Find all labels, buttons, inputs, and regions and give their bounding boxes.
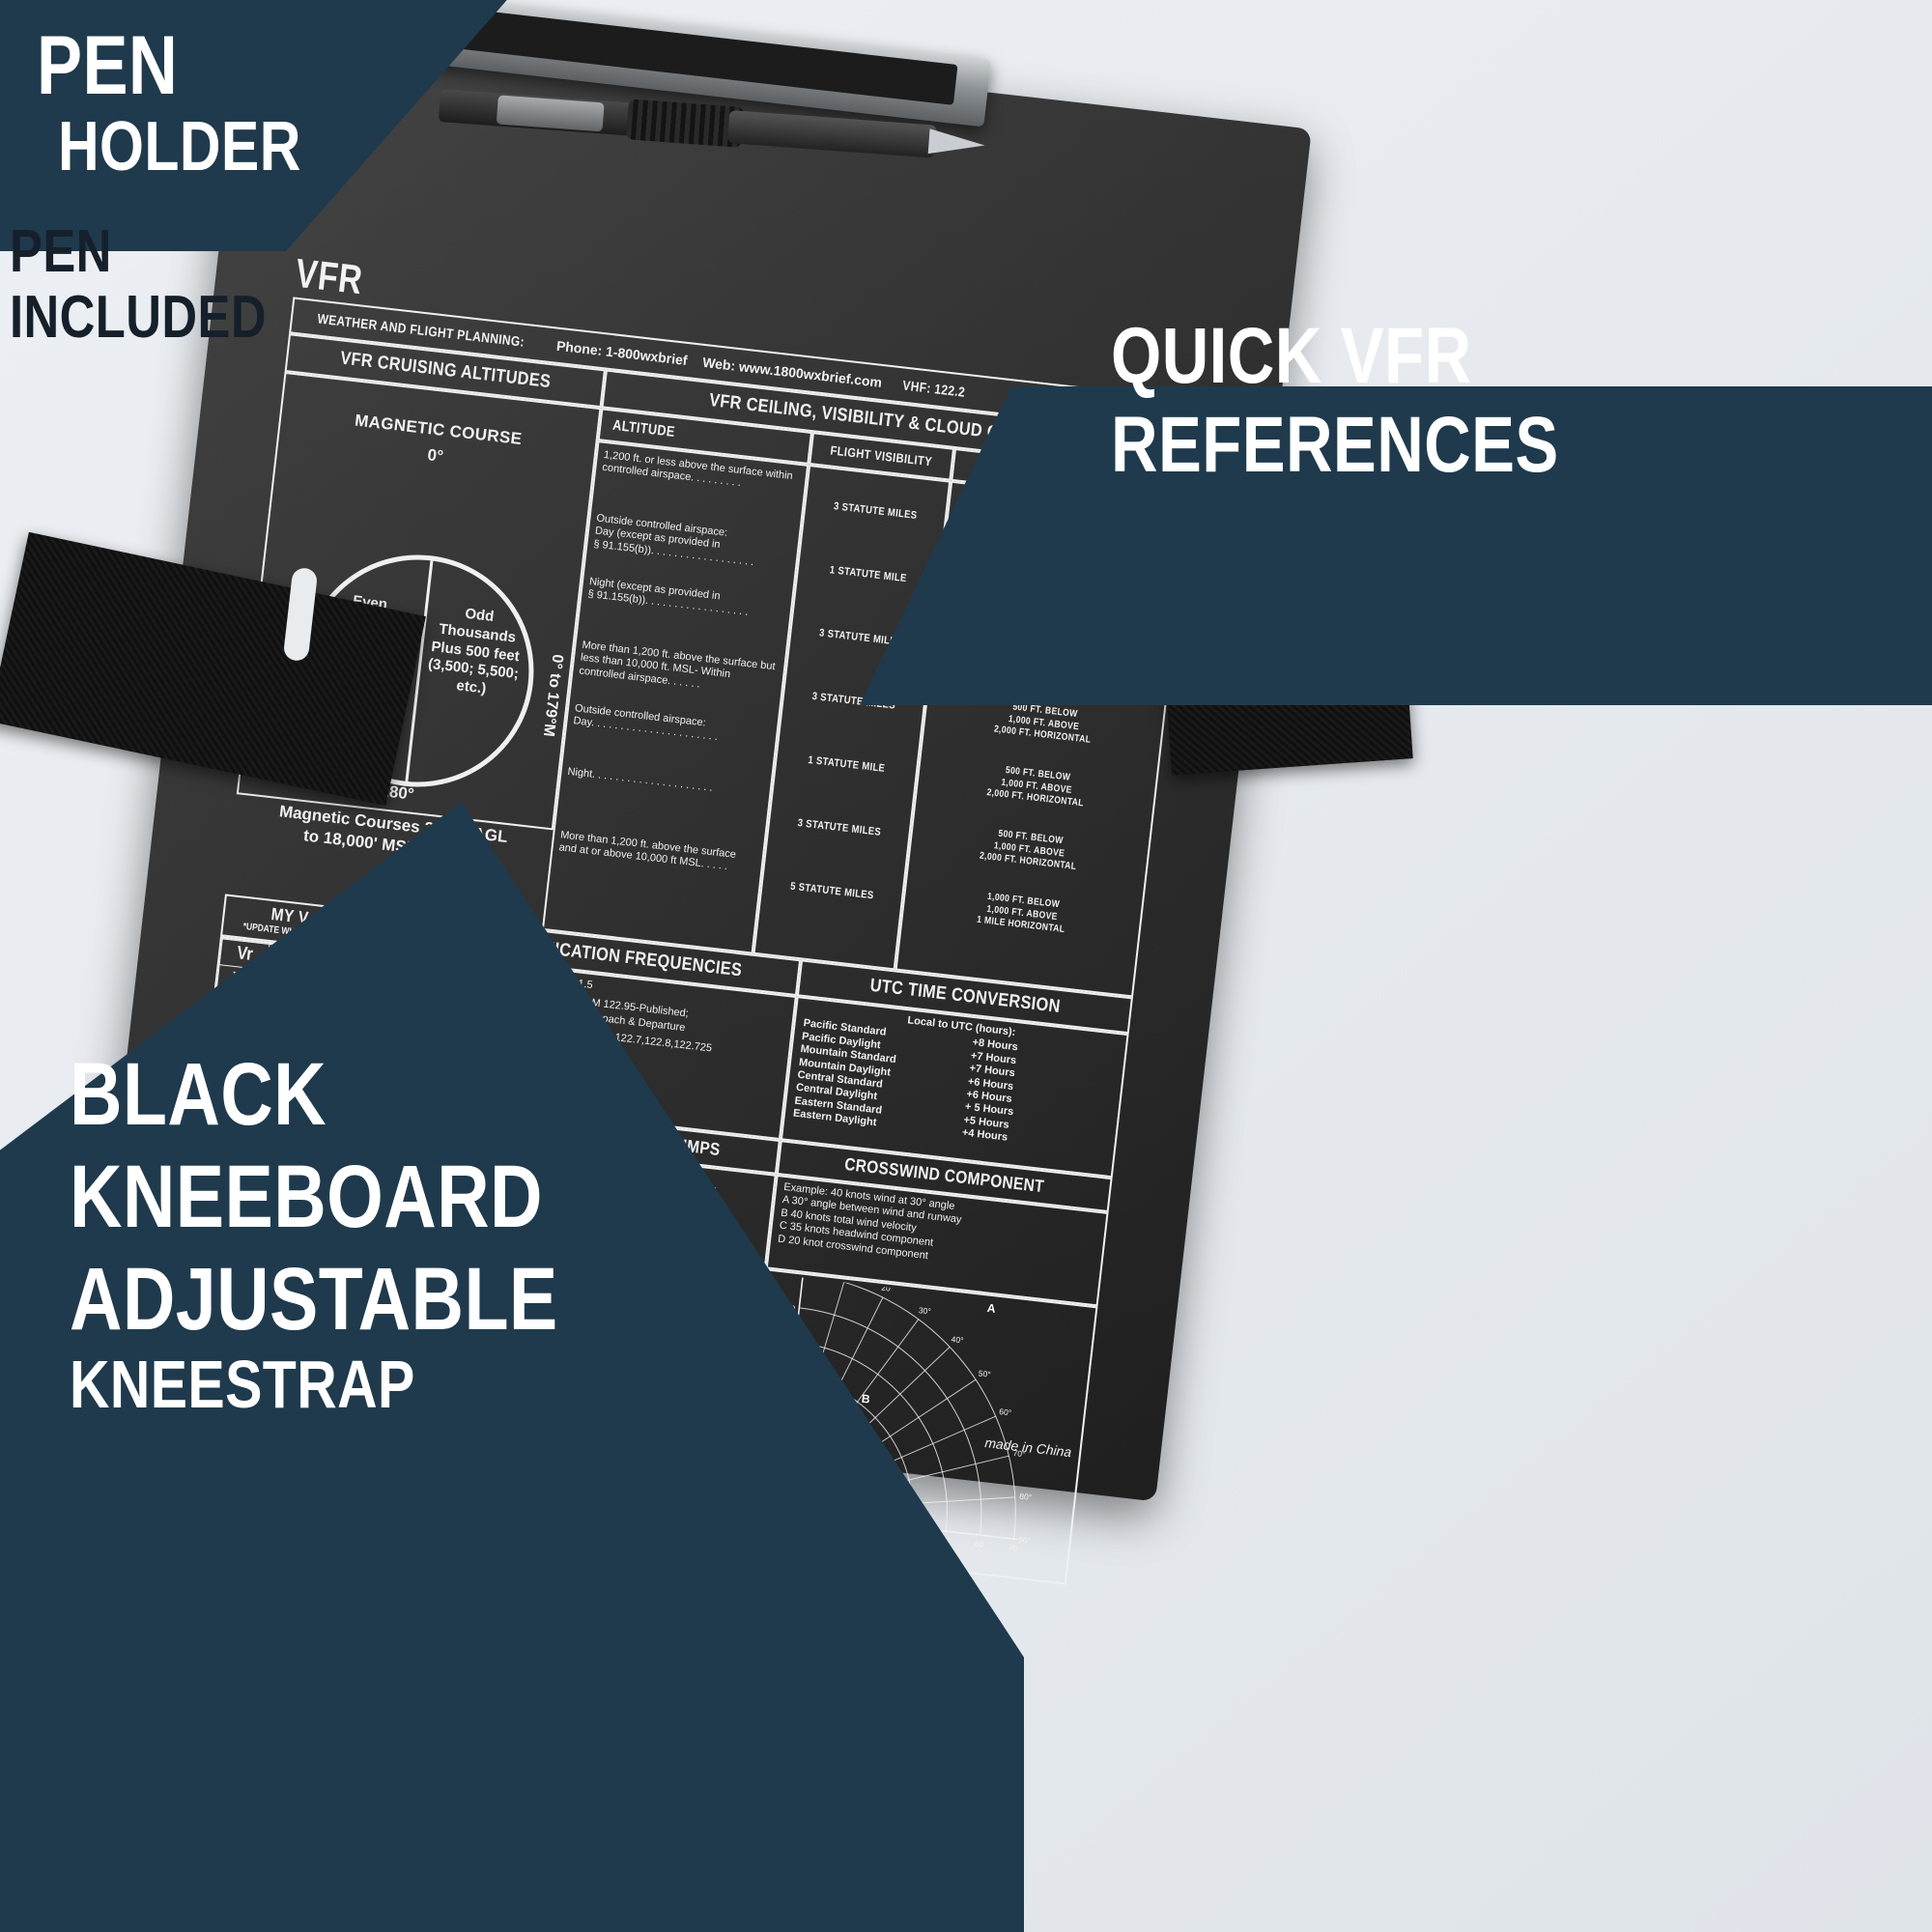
svg-text:90°: 90° — [1018, 1535, 1032, 1546]
visibility-cell: 5 STATUTE MILES — [789, 880, 875, 902]
svg-text:A: A — [986, 1301, 997, 1316]
svg-text:70: 70 — [1009, 1544, 1018, 1553]
header-phone: Phone: 1-800wxbrief — [555, 337, 689, 368]
svg-text:70°: 70° — [1012, 1448, 1026, 1459]
marketing-black-2: KNEEBOARD — [70, 1148, 543, 1246]
card-title-vfr: VFR — [293, 249, 366, 303]
svg-text:30°: 30° — [918, 1305, 931, 1316]
svg-text:40°: 40° — [951, 1334, 964, 1345]
marketing-holder-label: HOLDER — [58, 108, 301, 185]
marketing-black-1: BLACK — [70, 1045, 327, 1144]
marketing-quick-vfr-1: QUICK VFR — [1111, 312, 1472, 400]
svg-text:20°: 20° — [881, 1283, 895, 1293]
svg-text:50°: 50° — [978, 1368, 991, 1378]
pen-grip — [625, 99, 745, 149]
marketing-quick-vfr-2: REFERENCES — [1111, 401, 1559, 489]
svg-text:70: 70 — [790, 1274, 800, 1279]
svg-text:60°: 60° — [999, 1406, 1012, 1417]
svg-text:80°: 80° — [1019, 1492, 1033, 1502]
odd-thousands-text: Odd Thousands Plus 500 feet (3,500; 5,50… — [427, 605, 521, 697]
pen-front-barrel — [726, 110, 937, 158]
altitude-rows: 1,200 ft. or less above the surface with… — [554, 449, 800, 915]
svg-text:60: 60 — [974, 1540, 983, 1549]
marketing-pen-included-2: INCLUDED — [10, 284, 267, 351]
banner-top-right — [860, 386, 1932, 705]
marketing-pen-included-1: PEN — [10, 218, 112, 285]
marketing-black-3: ADJUSTABLE — [70, 1250, 558, 1349]
pen-tip — [927, 128, 986, 158]
right-course-range: 0° to 179°M — [540, 653, 566, 738]
marketing-black-4: KNEESTRAP — [70, 1347, 415, 1422]
header-vhf: VHF: 122.2 — [901, 377, 966, 400]
marketing-pen-label: PEN — [37, 19, 179, 112]
svg-text:B: B — [861, 1392, 871, 1406]
